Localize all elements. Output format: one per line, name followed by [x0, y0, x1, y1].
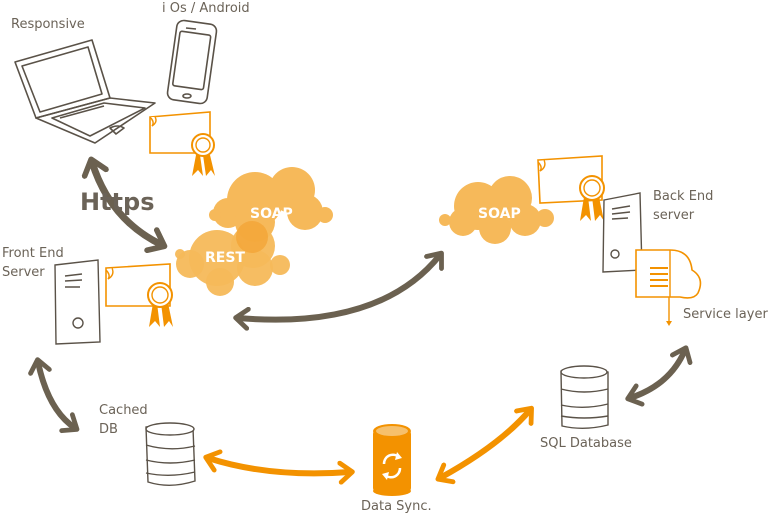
service-sql-arrow [625, 345, 693, 407]
certificate-icon [149, 111, 215, 176]
sync-database-icon [373, 424, 411, 496]
smartphone-icon [166, 19, 218, 105]
rest-cloud-label: REST [205, 250, 245, 266]
data-sync-label: Data Sync. [361, 499, 432, 514]
https-label: Https [80, 188, 155, 216]
back-end-label-line1: Back End [653, 189, 714, 204]
certificate-icon [537, 155, 605, 221]
document-cloud-icon [635, 249, 702, 326]
laptop-icon [14, 39, 156, 144]
cache-sync-arrow [203, 449, 355, 485]
rest-soap-arrow [233, 250, 444, 331]
server-icon [54, 259, 101, 345]
soap-cloud-label-right: SOAP [478, 206, 521, 222]
sync-sql-arrow [435, 405, 534, 485]
responsive-label: Responsive [11, 17, 85, 32]
soap-cloud-label: SOAP [250, 206, 293, 222]
back-end-label-line2: server [653, 208, 695, 223]
service-layer-label: Service layer [683, 307, 768, 322]
sql-database-label: SQL Database [540, 436, 632, 451]
frontend-cache-arrow [28, 357, 80, 434]
front-end-label-line2: Server [2, 265, 45, 280]
cached-db-label-line1: Cached [99, 403, 148, 418]
front-end-label-line1: Front End [2, 246, 64, 261]
cloud-icon [439, 176, 554, 244]
database-icon [560, 365, 609, 429]
database-icon [145, 422, 196, 486]
https-arrow [81, 156, 168, 254]
cloud-icon [209, 167, 333, 242]
certificate-icon [105, 263, 173, 327]
cached-db-label-line2: DB [99, 422, 118, 437]
mobile-label: i Os / Android [162, 1, 250, 16]
